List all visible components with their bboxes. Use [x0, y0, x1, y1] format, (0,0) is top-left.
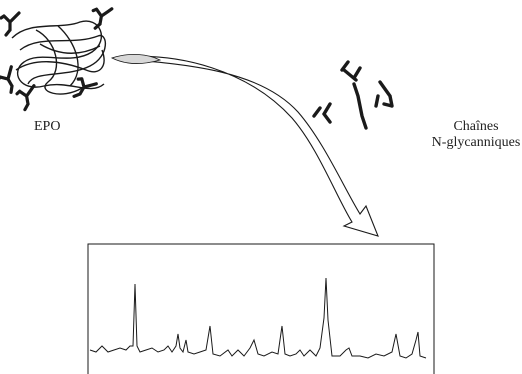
n-glycan-label-line2: N-glycanniques	[431, 135, 521, 150]
curved-arrow-icon	[110, 54, 379, 237]
n-glycan-label-line1: Chaînes	[453, 119, 499, 134]
n-glycan-chain-icon	[312, 60, 394, 130]
n-glycan-chains-label: Chaînes N-glycanniques	[430, 119, 522, 151]
epo-protein-icon	[0, 4, 114, 113]
epo-label: EPO	[34, 119, 61, 134]
chromatogram-trace	[87, 243, 435, 374]
